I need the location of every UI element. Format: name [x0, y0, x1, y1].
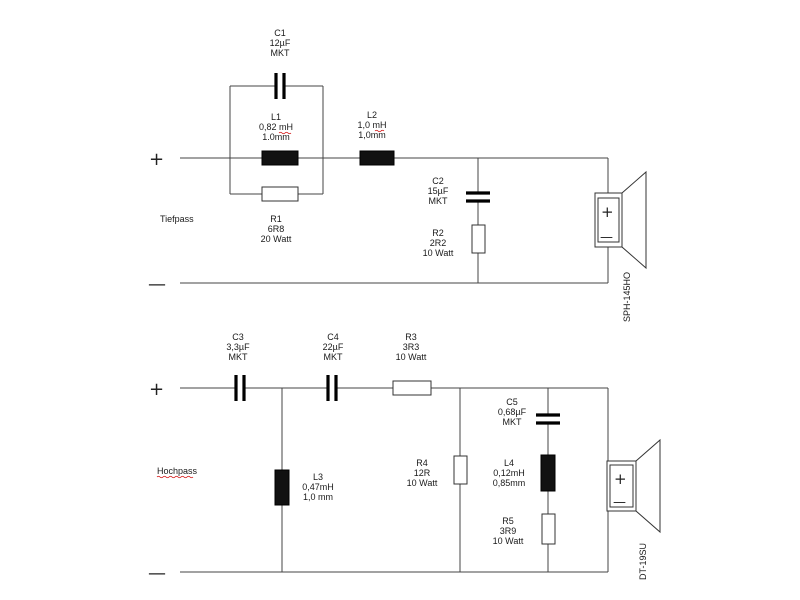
r3-value: 3R3	[403, 342, 420, 352]
resistor-r1	[261, 186, 299, 202]
resistor-r4	[453, 455, 468, 485]
speaker-plus-sign: +	[614, 470, 627, 488]
speaker-dt-19su-label: DT-19SU	[638, 543, 648, 580]
c1-name: C1	[274, 28, 286, 38]
speaker-plus-sign: +	[601, 203, 614, 221]
inductor-l3	[274, 469, 290, 506]
c5-value: 0,68µF	[498, 407, 527, 417]
c4-name: C4	[327, 332, 339, 342]
l3-wire: 1,0 mm	[303, 492, 333, 502]
speaker-sph-145ho-label: SPH-145HO	[622, 272, 632, 322]
spellcheck-underline	[278, 131, 292, 135]
r1-name: R1	[270, 214, 282, 224]
r5-value: 3R9	[500, 526, 517, 536]
spellcheck-underline	[374, 129, 385, 133]
tiefpass-plus-terminal: +	[149, 149, 164, 170]
l1-name: L1	[271, 112, 281, 122]
l3-name: L3	[313, 472, 323, 482]
hochpass-minus-terminal: —	[148, 563, 166, 584]
r5-name: R5	[502, 516, 514, 526]
hochpass-label: Hochpass	[157, 466, 198, 476]
r1-value: 6R8	[268, 224, 285, 234]
capacitor-c4	[326, 375, 338, 401]
c4-type: MKT	[324, 352, 344, 362]
hochpass-circuit: + — C3 3,3µF MKT	[148, 332, 661, 584]
r2-value: 2R2	[430, 238, 447, 248]
inductor-l1	[261, 150, 299, 166]
resistor-r5	[541, 513, 556, 545]
tiefpass-label: Tiefpass	[160, 214, 194, 224]
speaker-sph-145ho: + —	[594, 170, 647, 270]
speaker-dt-19su: + —	[606, 438, 661, 534]
l2-wire: 1,0mm	[358, 130, 386, 140]
capacitor-c1	[274, 73, 286, 99]
r1-power: 20 Watt	[261, 234, 292, 244]
l2-value: 1,0 mH	[357, 120, 386, 130]
c3-name: C3	[232, 332, 244, 342]
r2-name: R2	[432, 228, 444, 238]
c5-type: MKT	[503, 417, 523, 427]
r4-value: 12R	[414, 468, 431, 478]
resistor-r2	[471, 224, 486, 254]
c4-value: 22µF	[323, 342, 344, 352]
hochpass-wires	[180, 387, 609, 573]
c3-value: 3,3µF	[226, 342, 250, 352]
hochpass-plus-terminal: +	[149, 379, 164, 400]
tiefpass-circuit: + — C1 12µF MKT	[148, 28, 647, 322]
l4-name: L4	[504, 458, 514, 468]
capacitor-c3	[234, 375, 246, 401]
speaker-minus-sign: —	[613, 495, 626, 510]
r4-name: R4	[416, 458, 428, 468]
l2-name: L2	[367, 110, 377, 120]
l3-value: 0,47mH	[302, 482, 334, 492]
speaker-minus-sign: —	[600, 230, 613, 245]
c2-value: 15µF	[428, 186, 449, 196]
inductor-l4	[540, 454, 556, 492]
inductor-l2	[359, 150, 395, 166]
r5-power: 10 Watt	[493, 536, 524, 546]
r4-power: 10 Watt	[407, 478, 438, 488]
r2-power: 10 Watt	[423, 248, 454, 258]
c5-name: C5	[506, 397, 518, 407]
c2-type: MKT	[429, 196, 449, 206]
c2-name: C2	[432, 176, 444, 186]
resistor-r3	[392, 380, 432, 396]
c1-value: 12µF	[270, 38, 291, 48]
r3-power: 10 Watt	[396, 352, 427, 362]
l1-wire: 1.0mm	[262, 132, 290, 142]
spellcheck-underline	[156, 475, 194, 479]
l4-wire: 0,85mm	[493, 478, 526, 488]
capacitor-c5	[536, 413, 560, 425]
r3-name: R3	[405, 332, 417, 342]
tiefpass-wires	[180, 85, 609, 284]
capacitor-c2	[466, 191, 490, 203]
c1-type: MKT	[271, 48, 291, 58]
tiefpass-minus-terminal: —	[148, 274, 166, 295]
l4-value: 0,12mH	[493, 468, 525, 478]
c3-type: MKT	[229, 352, 249, 362]
l1-value: 0,82 mH	[259, 122, 293, 132]
